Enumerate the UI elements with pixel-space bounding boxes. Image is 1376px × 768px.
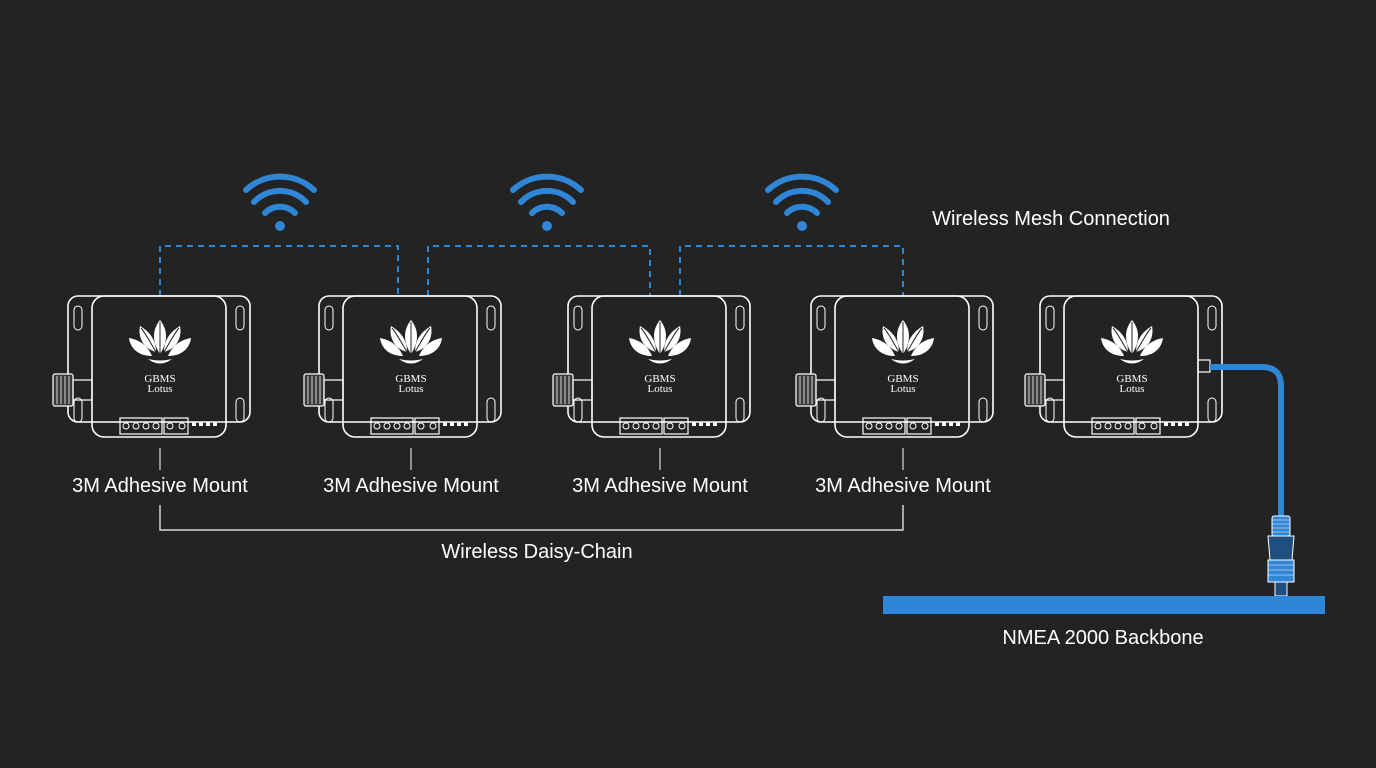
mount-label-1: 3M Adhesive Mount — [72, 475, 248, 497]
gbms-lotus-device-2: GBMS Lotus — [303, 295, 502, 438]
brand-line-1: GBMS — [1116, 373, 1147, 385]
wifi-icon — [510, 173, 584, 231]
lotus-logo-icon — [1100, 319, 1164, 364]
terminal-block — [1091, 417, 1189, 435]
brand-line-1: GBMS — [395, 373, 426, 385]
m12-connector-icon — [52, 373, 93, 407]
daisy-chain-bracket — [159, 505, 904, 531]
daisy-chain-label: Wireless Daisy-Chain — [441, 541, 632, 563]
lotus-logo-icon — [871, 319, 935, 364]
brand-line-2: Lotus — [1119, 383, 1144, 395]
mesh-connection-lines — [159, 245, 904, 296]
mesh-link-3-4 — [679, 245, 904, 296]
brand-line-1: GBMS — [144, 373, 175, 385]
gbms-lotus-device-5: GBMS Lotus — [1024, 295, 1223, 438]
mount-label-4: 3M Adhesive Mount — [815, 475, 991, 497]
m12-connector-icon — [795, 373, 836, 407]
mount-label-3: 3M Adhesive Mount — [572, 475, 748, 497]
lotus-logo-icon — [128, 319, 192, 364]
m12-connector-icon — [303, 373, 344, 407]
gbms-lotus-device-4: GBMS Lotus — [795, 295, 994, 438]
mount-leader-lines — [159, 448, 904, 470]
mesh-link-2-3 — [427, 245, 651, 296]
m12-connector-icon — [552, 373, 593, 407]
mesh-connection-label: Wireless Mesh Connection — [932, 208, 1170, 230]
brand-line-2: Lotus — [890, 383, 915, 395]
m12-connector-icon — [1267, 515, 1295, 597]
brand-line-2: Lotus — [398, 383, 423, 395]
brand-line-1: GBMS — [644, 373, 675, 385]
nmea-drop-cable — [1197, 359, 1284, 516]
nmea-2000-backbone — [883, 596, 1325, 614]
mount-label-2: 3M Adhesive Mount — [323, 475, 499, 497]
wifi-icon — [243, 173, 317, 231]
lotus-logo-icon — [628, 319, 692, 364]
lotus-logo-icon — [379, 319, 443, 364]
backbone-label: NMEA 2000 Backbone — [1002, 627, 1203, 649]
brand-line-2: Lotus — [647, 383, 672, 395]
mesh-link-1-2 — [159, 245, 399, 296]
terminal-block — [119, 417, 217, 435]
m12-connector-icon — [1024, 373, 1065, 407]
terminal-block — [370, 417, 468, 435]
brand-line-2: Lotus — [147, 383, 172, 395]
terminal-block — [619, 417, 717, 435]
gbms-lotus-device-1: GBMS Lotus — [52, 295, 251, 438]
brand-line-1: GBMS — [887, 373, 918, 385]
wifi-icon — [765, 173, 839, 231]
terminal-block — [862, 417, 960, 435]
gbms-lotus-device-3: GBMS Lotus — [552, 295, 751, 438]
